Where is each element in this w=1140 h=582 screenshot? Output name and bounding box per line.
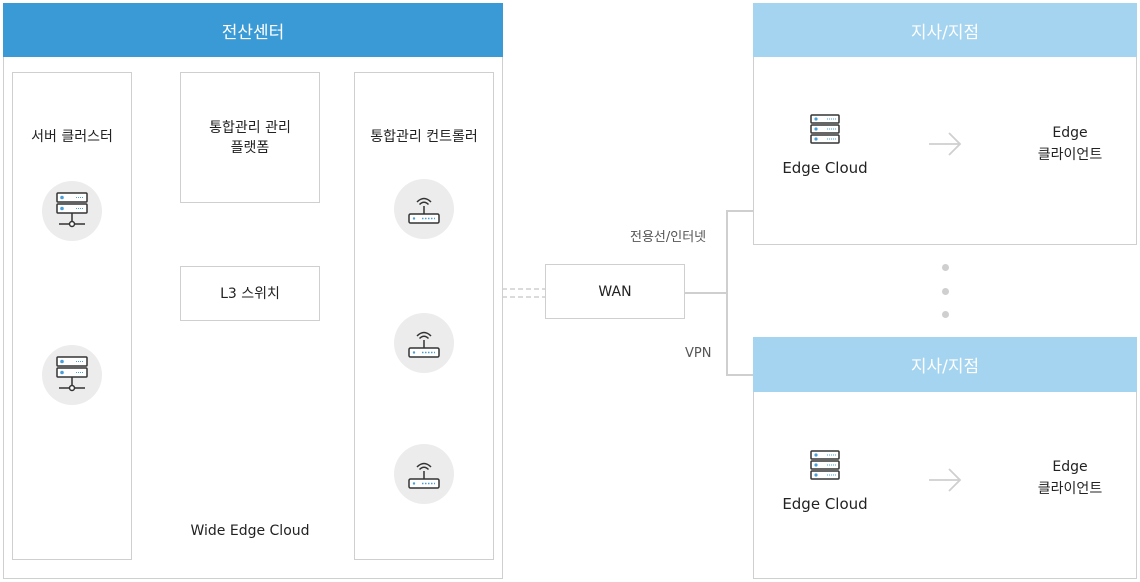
edge-cloud-label-1: Edge Cloud <box>782 159 868 177</box>
ellipsis-dot <box>942 288 949 295</box>
datacenter-title: 전산센터 <box>221 22 285 43</box>
wan-label: WAN <box>598 283 632 300</box>
router-node-1 <box>394 179 454 239</box>
branch-header-1: 지사/지점 <box>753 3 1137 57</box>
mgmt-controller-label: 통합관리 컨트롤러 <box>370 129 478 145</box>
branch-title-2: 지사/지점 <box>910 357 980 377</box>
edge-cloud-node-1 <box>809 113 841 145</box>
edge-client-label-1: Edge 클라이언트 <box>1037 125 1103 163</box>
server-cluster-label: 서버 클러스터 <box>31 129 113 145</box>
vpn-label: VPN <box>685 346 712 361</box>
server-stack-icon <box>810 114 840 144</box>
branch-header-2: 지사/지점 <box>753 337 1137 392</box>
router-node-2 <box>394 313 454 373</box>
mgmt-platform-box: 통합관리 관리 플랫폼 <box>180 72 320 203</box>
branch-title-1: 지사/지점 <box>910 22 980 43</box>
arrow-right-icon <box>927 466 963 498</box>
ellipsis-dot <box>942 264 949 271</box>
ellipsis-dot <box>942 311 949 318</box>
datacenter-header: 전산센터 <box>3 3 503 57</box>
leased-line-label: 전용선/인터넷 <box>630 230 707 245</box>
mgmt-platform-label: 통합관리 관리 플랫폼 <box>209 119 291 156</box>
l3-switch-label: L3 스위치 <box>220 285 280 302</box>
server-node-2 <box>42 345 102 405</box>
server-network-icon <box>56 192 88 228</box>
wifi-router-icon <box>408 197 440 224</box>
server-cluster-panel <box>12 72 132 560</box>
edge-client-label-2: Edge 클라이언트 <box>1037 459 1103 497</box>
server-network-icon <box>56 356 88 392</box>
wan-box: WAN <box>545 264 685 319</box>
edge-cloud-node-2 <box>809 449 841 481</box>
l3-switch-box: L3 스위치 <box>180 266 320 321</box>
server-node-1 <box>42 181 102 241</box>
arrow-right-icon <box>927 130 963 162</box>
wide-edge-cloud-label: Wide Edge Cloud <box>190 523 310 539</box>
line-branch1 <box>726 210 753 376</box>
edge-cloud-label-2: Edge Cloud <box>782 495 868 513</box>
server-stack-icon <box>810 450 840 480</box>
router-node-3 <box>394 444 454 504</box>
wifi-router-icon <box>408 462 440 489</box>
wifi-router-icon <box>408 331 440 358</box>
